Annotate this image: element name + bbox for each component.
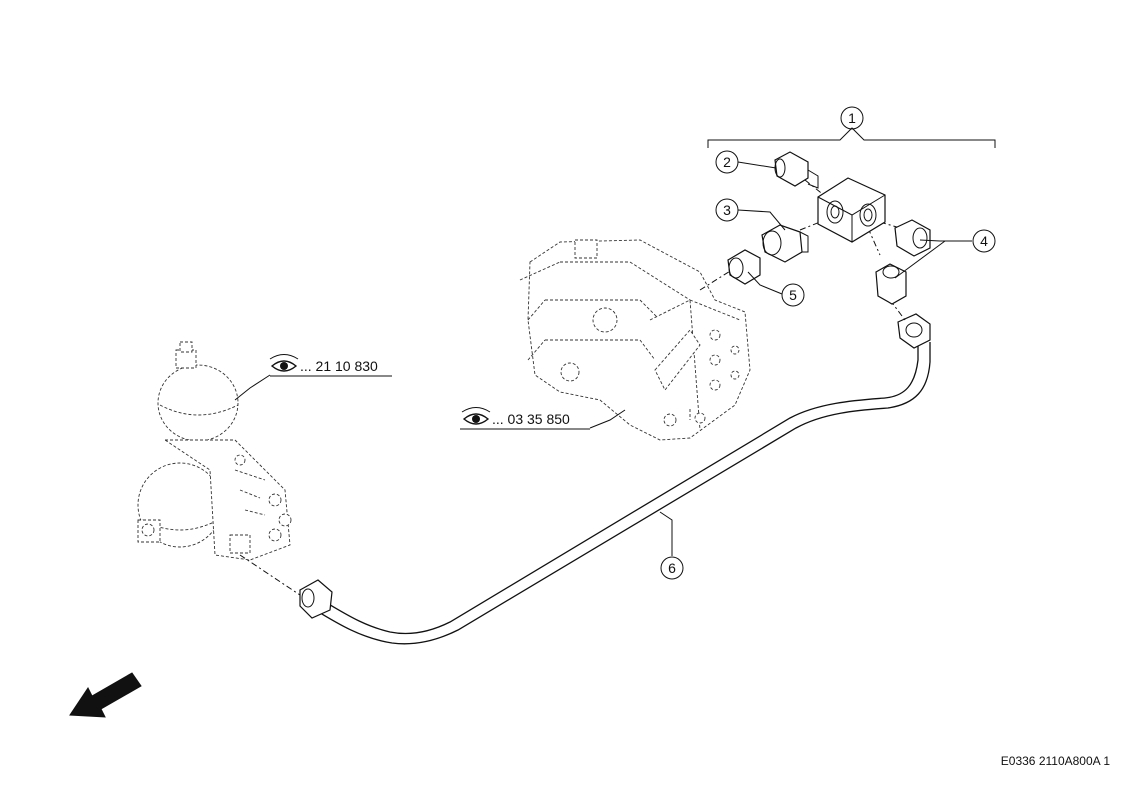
fitting-4-lower xyxy=(875,263,907,305)
callout-1: 1 xyxy=(840,106,864,130)
reference-pump: ... 03 35 850 xyxy=(460,407,590,430)
callout-2: 2 xyxy=(715,150,739,174)
fitting-2 xyxy=(774,151,819,189)
eye-icon xyxy=(461,407,491,425)
callout-3-label: 3 xyxy=(723,202,731,218)
reference-accumulator: ... 21 10 830 xyxy=(269,354,392,377)
callout-4: 4 xyxy=(972,229,996,253)
callout-5: 5 xyxy=(781,283,805,307)
callout-3: 3 xyxy=(715,198,739,222)
pipe-line xyxy=(299,313,931,645)
callout-6: 6 xyxy=(660,556,684,580)
fitting-5 xyxy=(727,249,761,285)
callout-5-label: 5 xyxy=(789,287,797,303)
callout-2-label: 2 xyxy=(723,154,731,170)
callout-1-label: 1 xyxy=(848,110,856,126)
accumulator-assembly-drawing xyxy=(137,341,292,561)
document-code: E0336 2110A800A 1 xyxy=(1001,754,1111,768)
callout-6-label: 6 xyxy=(668,560,676,576)
eye-icon xyxy=(269,354,299,372)
reference-pump-text: ... 03 35 850 xyxy=(492,411,570,427)
assembly-bracket xyxy=(707,127,996,148)
leader-lines xyxy=(234,161,972,556)
callout-4-label: 4 xyxy=(980,233,988,249)
reference-accumulator-text: ... 21 10 830 xyxy=(300,358,378,374)
fitting-4-upper xyxy=(894,219,931,257)
direction-arrow-icon xyxy=(69,672,142,718)
fitting-3 xyxy=(761,224,809,263)
distribution-block xyxy=(817,177,886,243)
hydraulic-pump-drawing xyxy=(519,239,751,441)
